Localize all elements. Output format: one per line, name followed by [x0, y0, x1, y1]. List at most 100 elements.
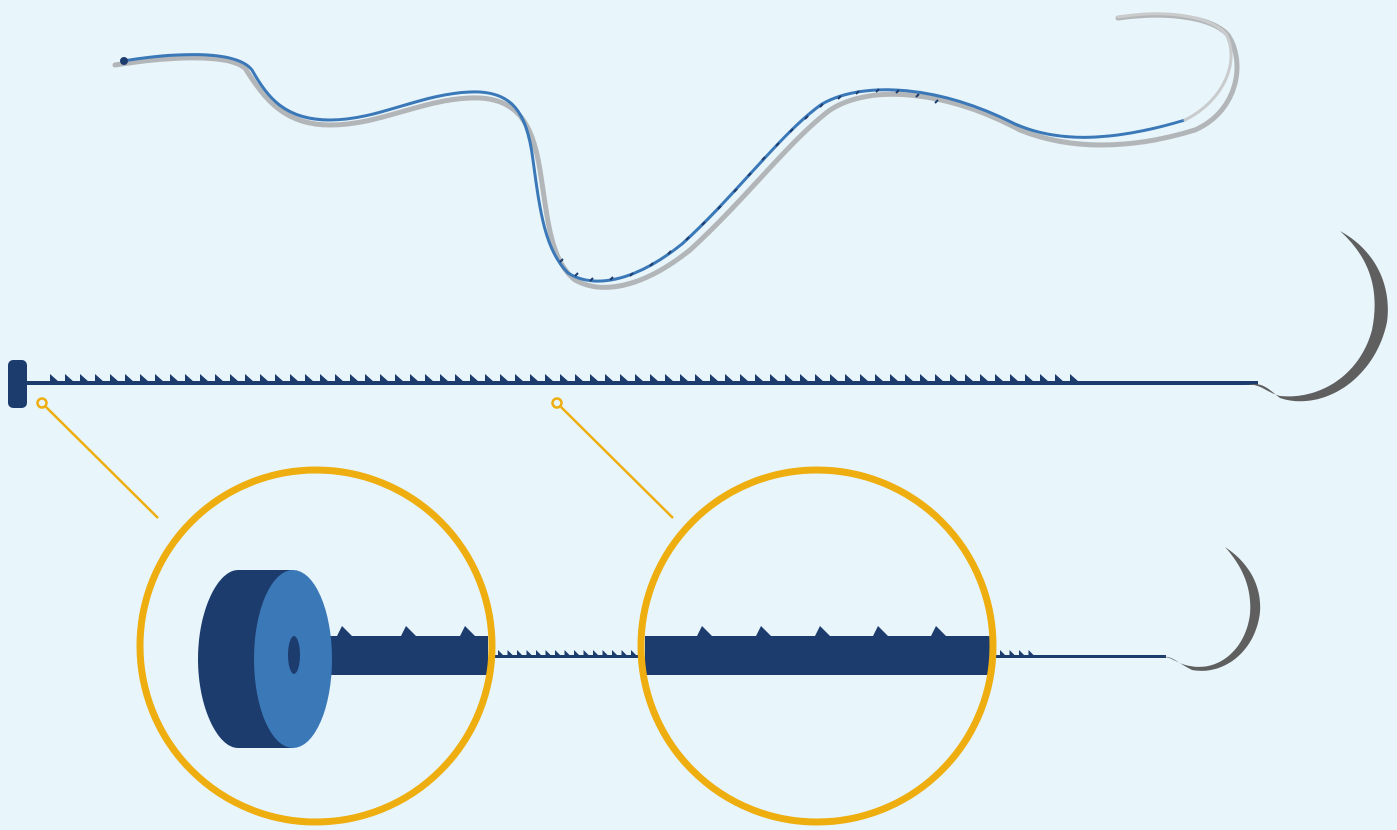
- barb: [1009, 650, 1016, 656]
- barb: [564, 650, 571, 656]
- suture-curve-strand: [121, 53, 1187, 283]
- suture-curve-barbs: [559, 88, 939, 282]
- barb: [350, 374, 359, 382]
- barb: [1055, 374, 1064, 382]
- suture-straight-strand: [26, 381, 1258, 385]
- barb: [860, 374, 869, 382]
- magnified-barbs-detail: [697, 626, 946, 636]
- magnifier-barbs-detail-icon: [637, 466, 997, 826]
- barb: [845, 374, 854, 382]
- barb: [1025, 374, 1034, 382]
- barb: [507, 650, 514, 656]
- barb: [1010, 374, 1019, 382]
- barb: [410, 374, 419, 382]
- magnifier-ring-anchor: [136, 466, 496, 826]
- barb: [245, 374, 254, 382]
- barb: [365, 374, 374, 382]
- barb: [890, 374, 899, 382]
- barb: [755, 374, 764, 382]
- anchor-disk-hub: [288, 636, 300, 674]
- barb: [555, 650, 561, 656]
- barb: [290, 374, 299, 382]
- barb: [500, 374, 509, 382]
- barb: [515, 374, 524, 382]
- barb: [275, 374, 284, 382]
- magnified-strand-thick-2: [645, 636, 990, 675]
- barb: [380, 374, 389, 382]
- barb: [125, 374, 134, 382]
- barb: [215, 374, 224, 382]
- barb: [665, 374, 674, 382]
- barb: [1000, 650, 1006, 656]
- anchor-tab-icon: [8, 360, 27, 408]
- barb: [1070, 374, 1079, 382]
- barb: [110, 374, 119, 382]
- suture-curve-tip-dot: [120, 57, 128, 65]
- barb: [1028, 650, 1035, 656]
- barb: [631, 650, 637, 656]
- barb: [620, 374, 629, 382]
- magnifier-ring-barbs: [637, 466, 997, 826]
- barb: [440, 374, 449, 382]
- barb: [1019, 650, 1025, 656]
- leader-line-barbs: [560, 406, 674, 519]
- barb: [815, 374, 824, 382]
- barb: [560, 374, 569, 382]
- barb: [920, 374, 929, 382]
- barb: [980, 374, 989, 382]
- barb: [545, 374, 554, 382]
- barb: [695, 374, 704, 382]
- curved-needle-icon: [1243, 231, 1388, 402]
- barb: [650, 374, 659, 382]
- barb: [185, 374, 194, 382]
- barb: [395, 374, 404, 382]
- barb: [621, 650, 628, 656]
- barb: [200, 374, 209, 382]
- barb: [612, 650, 618, 656]
- suture-curve-shadow: [112, 12, 1240, 290]
- barb: [536, 650, 542, 656]
- suture-magnified-row: [136, 466, 1261, 826]
- barb: [140, 374, 149, 382]
- barb: [575, 374, 584, 382]
- barb: [830, 374, 839, 382]
- barb: [950, 374, 959, 382]
- leader-point-barbs: [551, 397, 563, 409]
- barb: [770, 374, 779, 382]
- barbed-suture-straight-icon: [8, 231, 1388, 408]
- magnified-small-barbs: [498, 650, 1035, 656]
- barb: [485, 374, 494, 382]
- barb: [583, 650, 590, 656]
- barb: [602, 650, 609, 656]
- barb: [50, 374, 59, 382]
- suture-straight-barbs: [50, 374, 1079, 382]
- barbed-suture-curve-icon: [112, 12, 1240, 290]
- barb: [710, 374, 719, 382]
- barb: [155, 374, 164, 382]
- barb: [498, 650, 504, 656]
- barb: [800, 374, 809, 382]
- barb: [95, 374, 104, 382]
- barb: [455, 374, 464, 382]
- magnified-barbs-anchor: [337, 626, 475, 636]
- magnifier-leader-lines: [36, 397, 674, 519]
- barb: [590, 374, 599, 382]
- barb: [725, 374, 734, 382]
- barb: [517, 650, 523, 656]
- barb: [545, 650, 552, 656]
- barb: [935, 374, 944, 382]
- barb: [905, 374, 914, 382]
- barb: [425, 374, 434, 382]
- magnifier-anchor-detail-icon: [136, 466, 496, 826]
- barb: [875, 374, 884, 382]
- barb: [320, 374, 329, 382]
- barb: [995, 374, 1004, 382]
- barb: [170, 374, 179, 382]
- barb: [526, 650, 533, 656]
- barb: [680, 374, 689, 382]
- barb: [470, 374, 479, 382]
- barb: [1040, 374, 1049, 382]
- barb: [305, 374, 314, 382]
- suture-curve-needle-end: [1116, 12, 1233, 122]
